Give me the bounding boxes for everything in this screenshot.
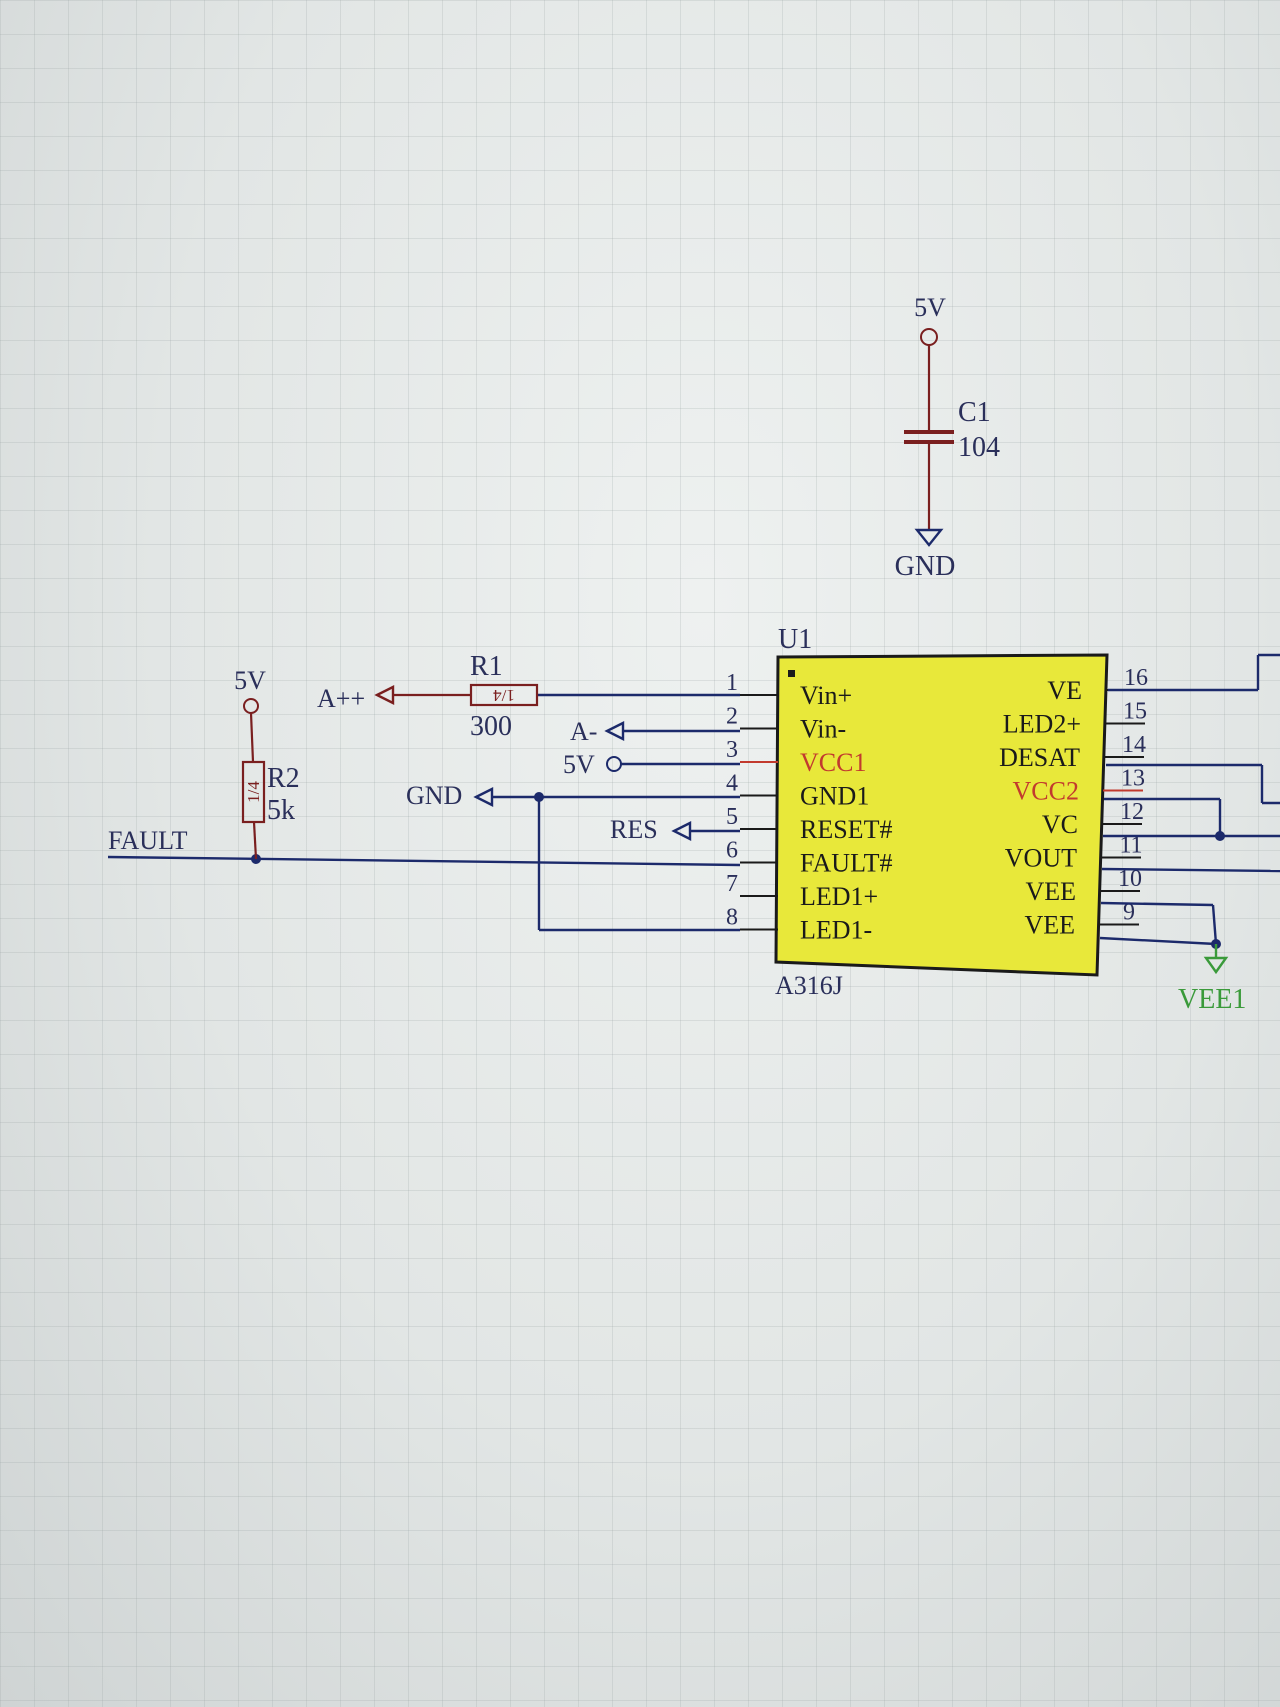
- pin-number: 9: [1123, 900, 1135, 926]
- pin-name: FAULT#: [800, 849, 892, 878]
- r2-body-text: 1/4: [244, 781, 263, 803]
- right-side-nets[interactable]: VEE1: [1099, 653, 1280, 1015]
- c1-designator: C1: [958, 397, 991, 428]
- wire-pin9: [1099, 936, 1217, 946]
- net-label-fault: FAULT: [108, 826, 188, 855]
- pin-number: 15: [1123, 699, 1147, 725]
- pin-name: LED1-: [800, 916, 872, 945]
- port-arrow-icon: [604, 721, 625, 741]
- pin-name: RESET#: [800, 815, 892, 844]
- net-fault[interactable]: FAULT: [107, 826, 741, 867]
- ic-part-number: A316J: [775, 971, 843, 1000]
- pin-name: Vin-: [800, 715, 846, 744]
- pin-number: 13: [1121, 766, 1145, 792]
- pin-number: 5: [726, 804, 738, 830]
- vee1-port-icon: [1203, 956, 1229, 975]
- r1-value: 300: [470, 711, 512, 742]
- pin-number: 4: [726, 771, 738, 797]
- resistor-r2[interactable]: 5V 1/4 R2 5k: [234, 666, 300, 860]
- r2-power-label: 5V: [234, 666, 266, 695]
- capacitor-c1[interactable]: 5V C1 104 GND: [895, 293, 1000, 582]
- r1-designator: R1: [470, 651, 503, 682]
- junction-dot: [534, 792, 544, 802]
- net-a-minus[interactable]: A-: [570, 717, 740, 746]
- net-vcc-5v[interactable]: 5V: [563, 750, 740, 779]
- net-label-vee1: VEE1: [1178, 984, 1246, 1015]
- wire-vee-tie: [1211, 904, 1218, 945]
- pin-name: VOUT: [1005, 844, 1077, 873]
- pin-name: VE: [1047, 676, 1082, 705]
- pin-number: 3: [726, 737, 738, 763]
- c1-power-port-icon: [920, 328, 938, 346]
- port-arrow-icon: [473, 787, 494, 807]
- wire-pin6: [107, 855, 741, 867]
- r2-lead-top: [249, 712, 255, 763]
- pin-number: 16: [1124, 665, 1148, 691]
- net-res[interactable]: RES: [610, 815, 740, 844]
- pin-name: VCC2: [1013, 777, 1079, 806]
- pin-number: 1: [726, 670, 738, 696]
- c1-power-label: 5V: [914, 293, 946, 322]
- junction-dot: [1215, 831, 1225, 841]
- junction-dot: [251, 854, 261, 864]
- r2-designator: R2: [267, 763, 300, 794]
- wire-pin10: [1100, 901, 1214, 907]
- net-label-gnd: GND: [406, 781, 462, 810]
- ic-designator: U1: [778, 624, 812, 655]
- c1-ground-label: GND: [895, 551, 956, 582]
- ic-u1[interactable]: U1 A316J 1 Vin+ 2 Vin- 3 VCC1 4 GND1 5 RESET# 6 FAU…: [726, 624, 1148, 1000]
- pin-name: VC: [1042, 810, 1078, 839]
- pin-name: VEE: [1024, 911, 1075, 940]
- pin-name: Vin+: [800, 681, 852, 710]
- pin-name: VEE: [1025, 877, 1076, 906]
- net-label-res: RES: [610, 815, 658, 844]
- pin-number: 6: [726, 838, 738, 864]
- r2-value: 5k: [267, 795, 295, 826]
- c1-ground-icon: [914, 528, 944, 547]
- pin-name: GND1: [800, 782, 869, 811]
- pin-number: 12: [1120, 799, 1144, 825]
- r2-body: [241, 760, 266, 824]
- pin-number: 14: [1122, 732, 1146, 758]
- pin-number: 11: [1119, 833, 1142, 859]
- pin-name: DESAT: [999, 743, 1080, 772]
- pin1-marker-icon: [788, 670, 795, 677]
- port-arrow-icon: [671, 821, 692, 841]
- r2-lead-bottom: [252, 821, 258, 860]
- pin-name: VCC1: [800, 748, 866, 777]
- port-arrow-icon: [374, 685, 395, 705]
- net-label-a-plus: A++: [317, 684, 365, 713]
- pin-name: LED2+: [1003, 710, 1081, 739]
- net-label-5v: 5V: [563, 750, 595, 779]
- resistor-r1[interactable]: R1 1/4 300: [469, 651, 539, 742]
- wire-pin11: [1101, 867, 1280, 873]
- r1-body: [469, 683, 539, 707]
- r1-body-text: 1/4: [493, 686, 515, 705]
- c1-value: 104: [958, 432, 1000, 463]
- pin-name: LED1+: [800, 882, 878, 911]
- pin-number: 2: [726, 704, 738, 730]
- r2-power-port-icon: [243, 698, 259, 714]
- ic-body: [774, 653, 1109, 977]
- net-label-a-minus: A-: [570, 717, 597, 746]
- power-port-icon: [606, 756, 622, 772]
- pin-number: 8: [726, 905, 738, 931]
- net-a-plus[interactable]: A++: [317, 684, 740, 713]
- net-gnd[interactable]: GND: [406, 781, 740, 932]
- pin-number: 7: [726, 871, 738, 897]
